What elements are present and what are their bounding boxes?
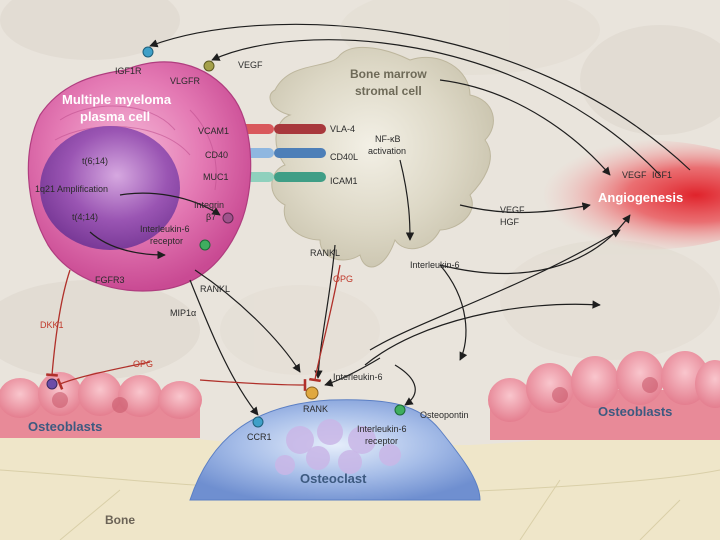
osteoblasts-right-title: Osteoblasts [598,404,672,419]
label-nfkb-2: activation [368,146,406,156]
label-integrin-2: β7 [206,212,216,222]
myeloma-title-1: Multiple myeloma [62,92,172,107]
myeloma-cell [27,61,252,292]
label-t614: t(6;14) [82,156,108,166]
label-vegf-top: VEGF [238,60,263,70]
label-vegf-right: VEGF [622,170,647,180]
angiogenesis-title: Angiogenesis [598,190,683,205]
label-cd40: CD40 [205,150,228,160]
osteoblasts-left [0,372,202,438]
signal-arrows [46,23,691,416]
label-vla4: VLA-4 [330,124,355,134]
osteoblasts-left-title: Osteoblasts [28,419,102,434]
label-il6r-2: receptor [150,236,183,246]
background-cells [0,0,720,380]
stromal-cell [269,46,494,268]
label-1q21: 1q21 Amplification [35,184,108,194]
label-il6r-1: Interleukin-6 [140,224,190,234]
label-fgfr3: FGFR3 [95,275,125,285]
label-rankl-right: RANKL [310,248,340,258]
label-rank: RANK [303,404,328,414]
label-cd40l: CD40L [330,152,358,162]
myeloma-nucleus [40,126,180,250]
label-icam1: ICAM1 [330,176,358,186]
osteoblasts-right [488,351,720,440]
bone-title: Bone [105,513,135,527]
label-nfkb-1: NF-κB [375,134,401,144]
label-opg-top: OPG [333,274,353,284]
label-osteopontin: Osteopontin [420,410,469,420]
receptor-icon [46,46,406,428]
label-dkk1: DKK1 [40,320,64,330]
myeloma-title-2: plasma cell [80,109,150,124]
label-muc1: MUC1 [203,172,229,182]
stromal-title-2: stromal cell [355,84,422,98]
label-rankl-left: RANKL [200,284,230,294]
label-igf1r: IGF1R [115,66,142,76]
label-ccr1: CCR1 [247,432,272,442]
label-vegf-hgf-1: VEGF [500,205,525,215]
label-opg-left: OPG [133,359,153,369]
label-vegf-hgf-2: HGF [500,217,520,227]
label-igf1-right: IGF1 [652,170,672,180]
label-il6r-oc-2: receptor [365,436,398,446]
label-t414: t(4;14) [72,212,98,222]
label-mip1a: MIP1α [170,308,196,318]
label-vcam1: VCAM1 [198,126,229,136]
angiogenesis-glow [500,140,720,250]
label-il6r-oc-1: Interleukin-6 [357,424,407,434]
osteoclast-title: Osteoclast [300,471,367,486]
label-integrin-1: Integrin [194,200,224,210]
label-vegfr: VLGFR [170,76,201,86]
label-il6-stromal: Interleukin-6 [410,260,460,270]
label-il6-mid: Interleukin-6 [333,372,383,382]
stromal-title-1: Bone marrow [350,67,427,81]
